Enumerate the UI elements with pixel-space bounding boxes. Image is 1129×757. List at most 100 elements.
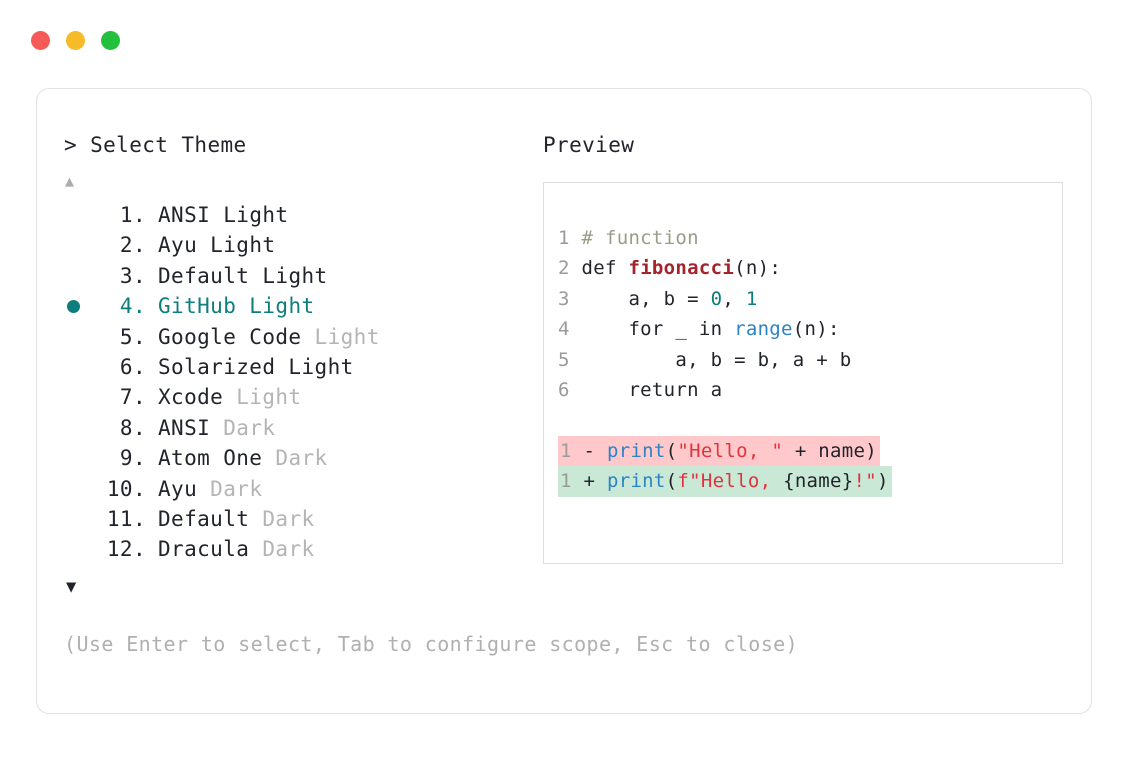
code-token: fibonacci [628, 257, 735, 280]
theme-list-item[interactable]: 11. Default Dark [64, 504, 534, 534]
code-token: ( [665, 470, 678, 493]
selection-bullet-cell [64, 291, 100, 321]
theme-item-variant: Light [210, 203, 289, 227]
line-number: 1 [560, 439, 584, 462]
page-title: > Select Theme [64, 133, 247, 157]
selection-bullet-cell [64, 322, 100, 352]
selected-bullet-icon [67, 299, 80, 313]
diff-added-line: 1 + print(f"Hello, {name}!") [558, 466, 1058, 497]
theme-item-variant: Light [249, 263, 328, 288]
theme-item-index: 10. [106, 476, 146, 501]
scroll-down-icon[interactable]: ▼ [66, 576, 77, 597]
theme-item-index: 5. [119, 324, 146, 349]
line-number: 3 [558, 287, 582, 310]
diff-sign: - [583, 439, 607, 462]
code-token: (n): [734, 257, 782, 280]
theme-item-label: Ayu [158, 233, 198, 258]
code-token: ( [665, 439, 678, 462]
theme-list-item[interactable]: 3. Default Light [64, 261, 534, 291]
code-token: ) [877, 470, 889, 493]
selection-bullet-cell [64, 230, 100, 260]
theme-list-item[interactable]: 12.Dracula Dark [64, 534, 534, 564]
theme-list-item[interactable]: 4.GitHub Light [64, 291, 534, 321]
theme-picker-card: > Select Theme ▲ 1. ANSI Light 2. Ayu Light… [36, 88, 1092, 714]
code-line: 1 # function [558, 223, 1058, 253]
selection-bullet-cell [64, 413, 100, 443]
theme-list-item[interactable]: 5.Google Code Light [64, 322, 534, 352]
scroll-up-icon[interactable]: ▲ [65, 172, 75, 190]
maximize-button[interactable] [101, 31, 120, 50]
code-line: 4 for _ in range(n): [558, 314, 1058, 344]
code-token: print [606, 439, 666, 462]
line-number: 2 [558, 257, 582, 280]
theme-list: 1. ANSI Light 2. Ayu Light 3. Default Light 4.… [64, 200, 534, 565]
keyboard-hint: (Use Enter to select, Tab to configure s… [64, 632, 799, 656]
theme-item-index: 4. [119, 294, 146, 319]
theme-item-variant: Dark [210, 415, 276, 440]
selection-bullet-cell [64, 474, 100, 504]
close-button[interactable] [31, 31, 50, 50]
theme-item-label: Default [158, 263, 250, 288]
code-token: 1 [745, 287, 758, 310]
theme-item-variant: Dark [249, 506, 315, 531]
selection-bullet-cell [64, 352, 100, 382]
theme-item-variant: Light [197, 233, 276, 258]
code-line: 5 a, b = b, a + b [558, 345, 1058, 375]
theme-item-index: 8. [119, 415, 146, 440]
selection-bullet-cell [64, 443, 100, 473]
code-line: 6 return a [558, 375, 1058, 405]
code-token: print [606, 470, 666, 493]
theme-item-index: 1. [119, 203, 146, 227]
selection-bullet-cell [64, 261, 100, 291]
diff-removed-line: 1 - print("Hello, " + name) [558, 435, 1058, 467]
theme-list-item[interactable]: 8. ANSI Dark [64, 413, 534, 443]
theme-item-label: GitHub [158, 294, 237, 319]
line-number: 4 [558, 318, 582, 341]
theme-item-variant: Light [275, 354, 354, 379]
theme-list-item[interactable]: 7.Xcode Light [64, 382, 534, 412]
selection-bullet-cell [64, 534, 100, 564]
theme-item-index: 7. [119, 385, 146, 410]
line-number: 1 [560, 470, 584, 493]
line-number: 1 [558, 227, 582, 249]
theme-item-index: 11. [106, 506, 146, 531]
theme-item-index: 6. [119, 354, 146, 379]
theme-item-variant: Dark [249, 537, 315, 562]
code-token: !" [853, 470, 877, 493]
theme-list-item[interactable]: 6.Solarized Light [64, 352, 534, 382]
code-token: f"Hello, [677, 470, 784, 493]
selection-bullet-cell [64, 504, 100, 534]
code-token: 0 [710, 287, 723, 310]
theme-item-label: Default [158, 506, 250, 531]
theme-item-index: 2. [119, 233, 146, 258]
code-token: {name} [783, 470, 854, 493]
theme-item-variant: Light [223, 385, 302, 410]
selection-bullet-cell [64, 382, 100, 412]
theme-item-label: ANSI [158, 415, 211, 440]
theme-list-item[interactable]: 9.Atom One Dark [64, 443, 534, 473]
theme-item-label: Ayu [158, 476, 198, 501]
theme-list-column: > Select Theme ▲ 1. ANSI Light 2. Ayu Light… [64, 135, 534, 596]
code-token: a, b = b, a + b [581, 348, 852, 371]
theme-list-item[interactable]: 10.Ayu Dark [64, 474, 534, 504]
theme-item-index: 9. [119, 446, 146, 471]
code-token: (n): [792, 318, 840, 341]
line-number: 6 [558, 378, 582, 401]
theme-item-label: ANSI [158, 203, 211, 227]
code-token: , [722, 287, 746, 310]
theme-list-item[interactable]: 2. Ayu Light [64, 230, 534, 260]
diff-highlight: 1 - print("Hello, " + name) [558, 435, 880, 467]
code-token: def [581, 257, 629, 280]
code-token: "Hello, " [677, 439, 784, 462]
code-spacer [558, 405, 1058, 435]
theme-list-item[interactable]: 1. ANSI Light [64, 200, 534, 230]
minimize-button[interactable] [66, 31, 85, 50]
code-token: a, b = [581, 287, 711, 310]
window-titlebar [31, 31, 120, 50]
code-token: range [734, 318, 793, 341]
code-token: + name) [783, 439, 877, 462]
theme-item-index: 3. [119, 263, 146, 288]
